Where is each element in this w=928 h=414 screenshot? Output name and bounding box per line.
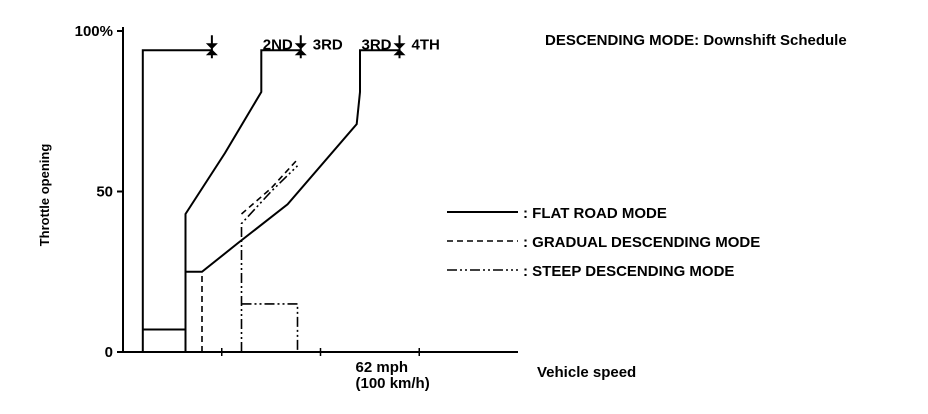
x-axis-label: Vehicle speed [537,364,636,381]
series-gradual-descending-mode [201,158,299,352]
shift-from-label: 2ND [263,36,293,53]
shift-arrow-icon [205,43,218,50]
axes [122,27,518,353]
series-layer [141,49,400,352]
shift-arrow-icon [294,49,307,56]
shift-from-label: 3RD [361,36,391,53]
y-axis-label: Throttle opening [37,144,52,247]
y-tick-label: 100% [75,23,113,40]
series-line-segment [141,49,212,352]
shift-markers: 2ND 3RD 3RD 4TH [205,35,440,59]
series-line-segment [184,49,301,352]
series-line-segment [184,49,400,352]
shift-to-label: 3RD [313,36,343,53]
legend-label: : STEEP DESCENDING MODE [523,263,734,280]
series-line-segment [240,158,299,215]
chart-title: DESCENDING MODE: Downshift Schedule [545,32,847,49]
legend-label: : FLAT ROAD MODE [523,205,667,222]
x-tick-label-line: 62 mph [356,359,409,376]
y-tick-label: 0 [105,344,113,361]
x-tick-label-line: (100 km/h) [356,375,430,392]
y-tick-label: 50 [96,184,113,201]
series-flat-road-mode [141,49,400,352]
shift-to-label: 4TH [412,36,440,53]
x-tick-label: 62 mph(100 km/h) [356,359,430,392]
shift-arrow-icon [205,49,218,56]
legend: : FLAT ROAD MODE : GRADUAL DESCENDING MOD… [447,205,760,280]
shift-arrow-icon [393,49,406,56]
shift-arrow-icon [393,43,406,50]
legend-label: : GRADUAL DESCENDING MODE [523,234,760,251]
series-steep-descending-mode [240,165,299,352]
series-line-segment [240,165,299,352]
shift-arrow-icon [294,43,307,50]
ticks: 100% 50 0 62 mph(100 km/h) [75,23,430,392]
series-line-segment [241,303,299,352]
